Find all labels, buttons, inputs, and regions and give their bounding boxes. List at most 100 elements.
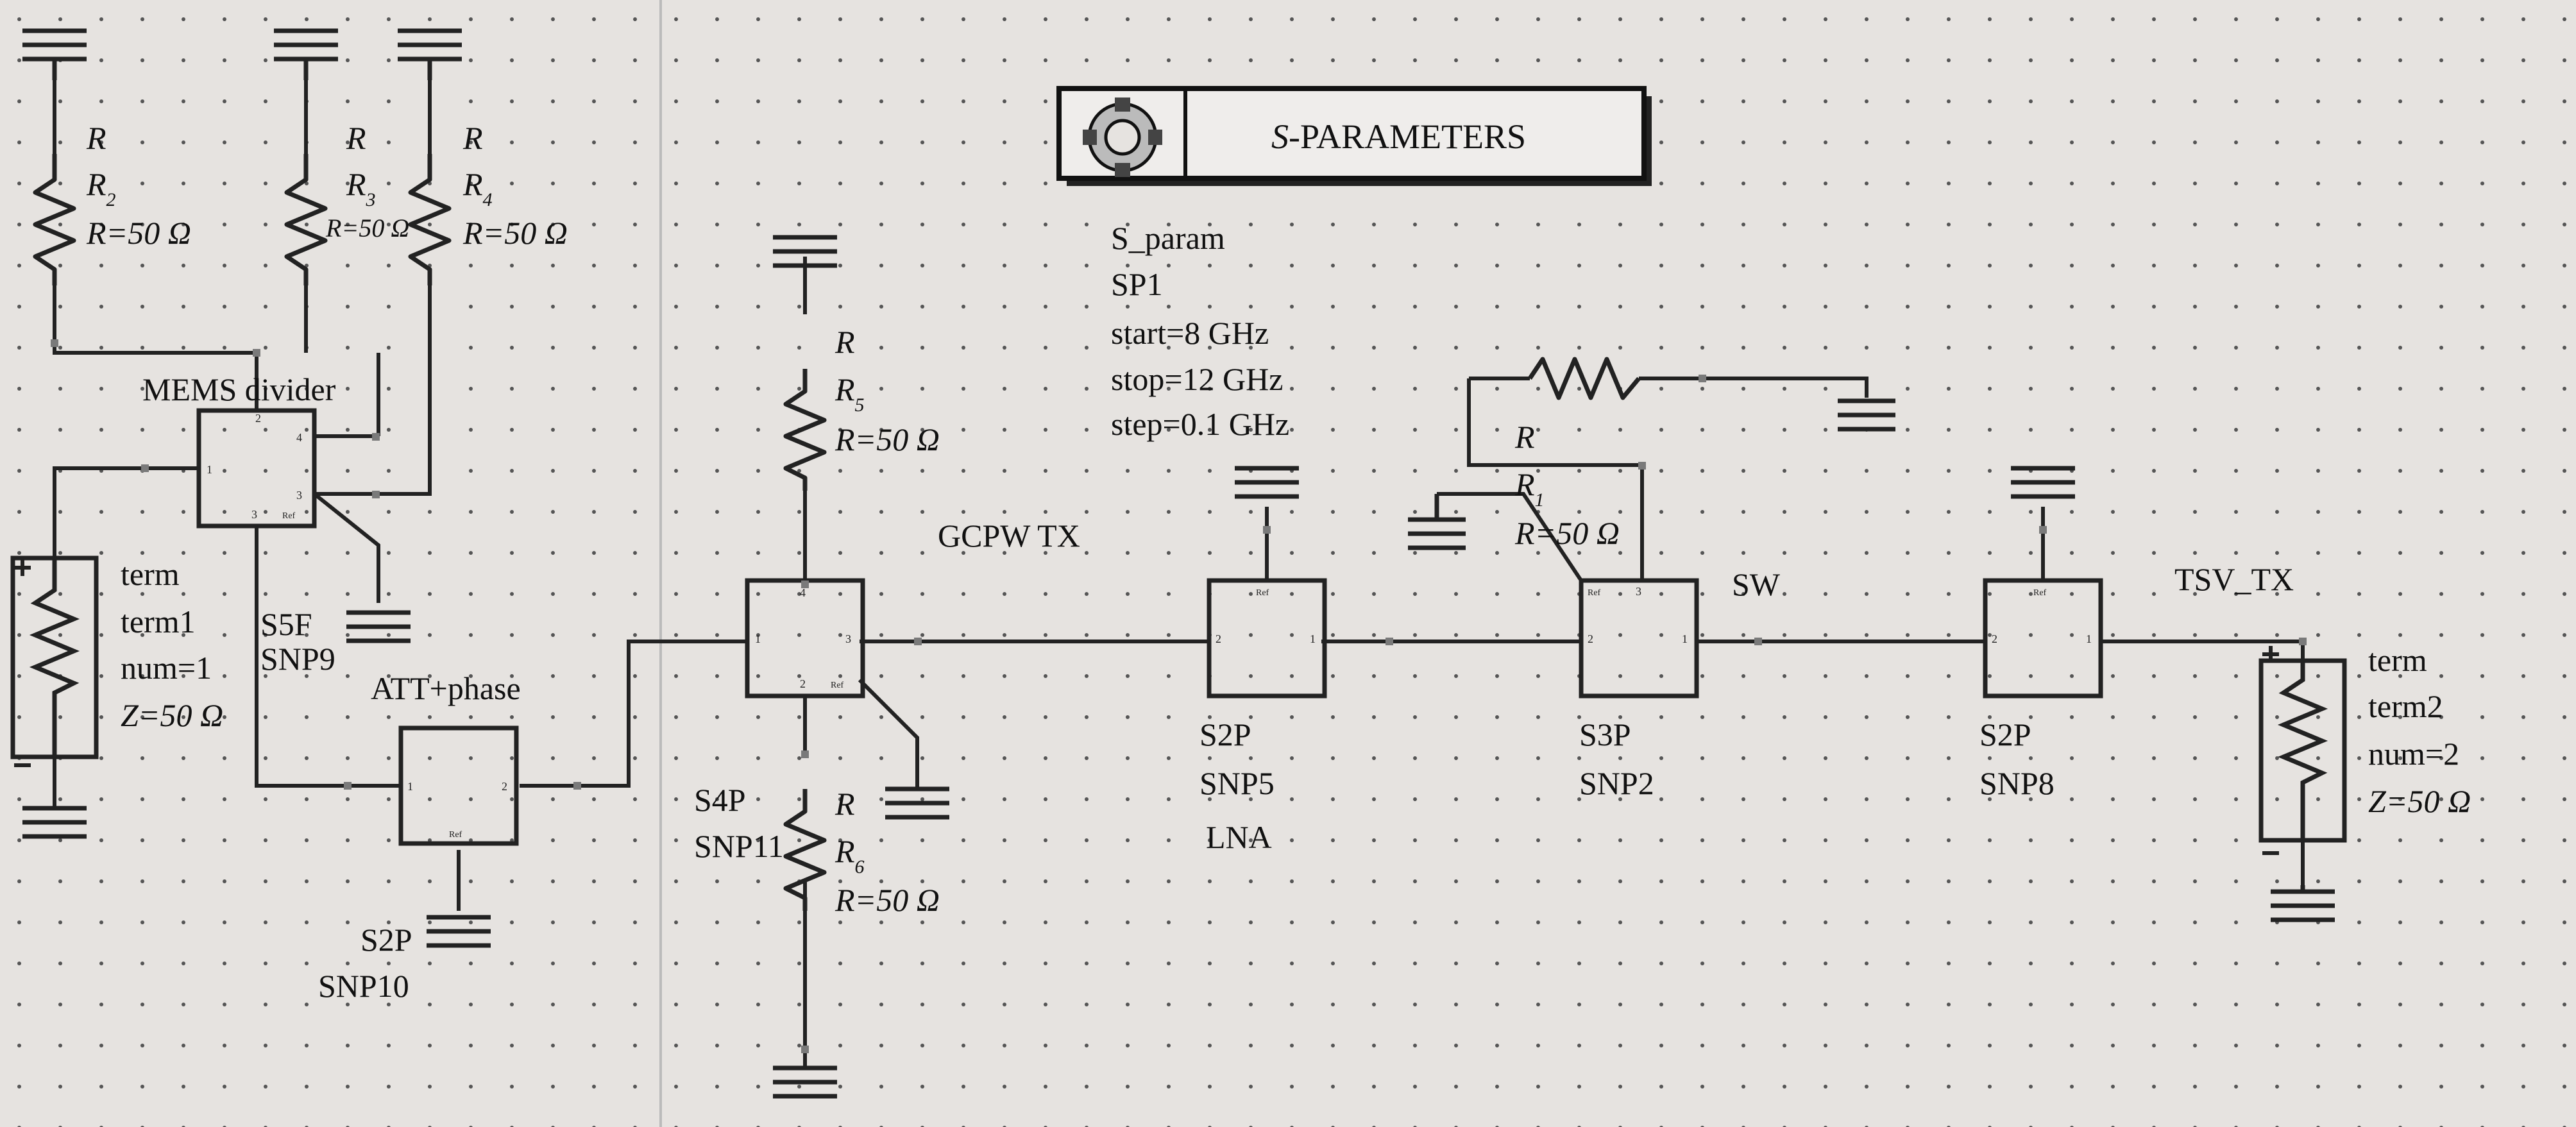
- sparam-controller[interactable]: [1056, 86, 1652, 186]
- lna-label: LNA: [1206, 819, 1272, 855]
- port-label: 2: [800, 677, 806, 690]
- term1-name: term1: [121, 604, 196, 640]
- sparam-instance: SP1: [1111, 266, 1163, 302]
- lna-block[interactable]: 2 1 Ref: [1207, 578, 1327, 699]
- switch-block[interactable]: 2 1 3 Ref: [1579, 578, 1699, 699]
- s-parameter-gear-icon: [1083, 97, 1162, 177]
- r3-name: R3: [346, 166, 376, 210]
- term1-z: Z=50 Ω: [121, 697, 224, 733]
- r4-value: R=50 Ω: [463, 215, 568, 251]
- resistor-icon: [408, 154, 452, 285]
- r5-name: R5: [835, 371, 865, 416]
- snp2-type: S3P: [1579, 716, 1631, 752]
- ref-label: Ref: [1256, 588, 1269, 598]
- ground-icon: [22, 28, 87, 80]
- ref-label: Ref: [449, 830, 462, 840]
- ground-icon: [22, 806, 87, 839]
- port-label: 1: [407, 780, 413, 793]
- snp9-name: SNP9: [260, 641, 335, 677]
- resistor-icon: [284, 154, 328, 285]
- sparam-name: S_param: [1111, 220, 1225, 256]
- wires: [53, 80, 2305, 1068]
- port-label: 2: [502, 780, 507, 793]
- term1-symbol[interactable]: [10, 555, 99, 759]
- ref-label: Ref: [1588, 588, 1601, 598]
- snp10-name: SNP10: [318, 968, 409, 1004]
- term2-type: term: [2368, 642, 2427, 678]
- r2-type: R: [87, 120, 106, 156]
- port-label: 1: [1310, 632, 1316, 645]
- port-label: 3: [845, 632, 851, 645]
- r5-value: R=50 Ω: [835, 421, 940, 457]
- ground-icon: [427, 915, 491, 948]
- snp9-type: S5F: [260, 606, 312, 642]
- ref-label: Ref: [2033, 588, 2047, 598]
- port-label: 2: [1992, 632, 1997, 645]
- mems-divider-block[interactable]: 1 4 3 3 2 Ref: [196, 408, 317, 529]
- r1-name: R1: [1515, 466, 1545, 511]
- r2-name: R2: [87, 166, 116, 210]
- snp11-type: S4P: [694, 782, 746, 818]
- att-phase-label: ATT+phase: [371, 670, 521, 706]
- sparam-title: S-PARAMETERS: [1271, 117, 1527, 156]
- ground-icon: [1408, 494, 1466, 550]
- term2-name: term2: [2368, 688, 2443, 724]
- port-label: 2: [1588, 632, 1593, 645]
- tsv-block[interactable]: 2 1 Ref: [1983, 578, 2103, 699]
- term2-z: Z=50 Ω: [2368, 783, 2471, 819]
- term2-symbol[interactable]: [2258, 658, 2347, 843]
- sparam-start: start=8 GHz: [1111, 315, 1269, 351]
- r6-name: R6: [835, 833, 865, 877]
- r6-value: R=50 Ω: [835, 882, 940, 918]
- r6-type: R: [835, 786, 855, 822]
- resistor-icon: [783, 789, 827, 911]
- snp10-type: S2P: [360, 922, 412, 958]
- ground-icon: [1838, 398, 1895, 432]
- r1-type: R: [1515, 419, 1535, 455]
- r5-type: R: [835, 324, 855, 360]
- ref-label: Ref: [831, 681, 844, 690]
- ground-icon: [398, 28, 462, 80]
- port-label: 3: [296, 489, 302, 502]
- port-label: 4: [296, 431, 302, 444]
- sparam-stop: stop=12 GHz: [1111, 361, 1284, 397]
- r2-value: R=50 Ω: [87, 215, 191, 251]
- port-label: 1: [2086, 632, 2092, 645]
- term1-type: term: [121, 556, 180, 592]
- snp5-name: SNP5: [1199, 765, 1275, 801]
- snp8-type: S2P: [1979, 716, 2031, 752]
- snp11-name: SNP11: [694, 828, 784, 864]
- port-label: 1: [1682, 632, 1688, 645]
- port-label: 2: [1216, 632, 1221, 645]
- att-phase-block[interactable]: 1 2 Ref: [398, 725, 519, 846]
- snp2-name: SNP2: [1579, 765, 1654, 801]
- snp8-name: SNP8: [1979, 765, 2055, 801]
- port-label: 1: [207, 463, 212, 476]
- ground-icon: [773, 1065, 837, 1099]
- gcpw-label: GCPW TX: [938, 518, 1080, 554]
- resistor-icon: [33, 154, 76, 285]
- term1-num: num=1: [121, 650, 212, 686]
- tsv-label: TSV_TX: [2174, 561, 2294, 597]
- port-label: 3: [251, 508, 257, 521]
- r4-type: R: [463, 120, 483, 156]
- ground-icon: [773, 235, 837, 268]
- port-label: 2: [255, 412, 261, 425]
- resistor-icon: [1528, 357, 1641, 400]
- port-label: 4: [800, 586, 806, 599]
- r3-value: R=50 Ω: [326, 214, 410, 242]
- sparam-step: step=0.1 GHz: [1111, 406, 1290, 442]
- r4-name: R4: [463, 166, 493, 210]
- polarity-marks: [14, 559, 2279, 855]
- mems-divider-label: MEMS divider: [142, 371, 336, 407]
- resistor-icon: [783, 369, 827, 491]
- term2-num: num=2: [2368, 736, 2460, 772]
- sw-label: SW: [1732, 566, 1780, 602]
- ground-icon: [2271, 885, 2335, 922]
- ground-icon: [274, 28, 338, 80]
- r1-value: R=50 Ω: [1515, 515, 1620, 551]
- wire-nodes: [51, 339, 2307, 1053]
- ground-icon: [885, 786, 949, 820]
- port-label: 3: [1636, 585, 1641, 598]
